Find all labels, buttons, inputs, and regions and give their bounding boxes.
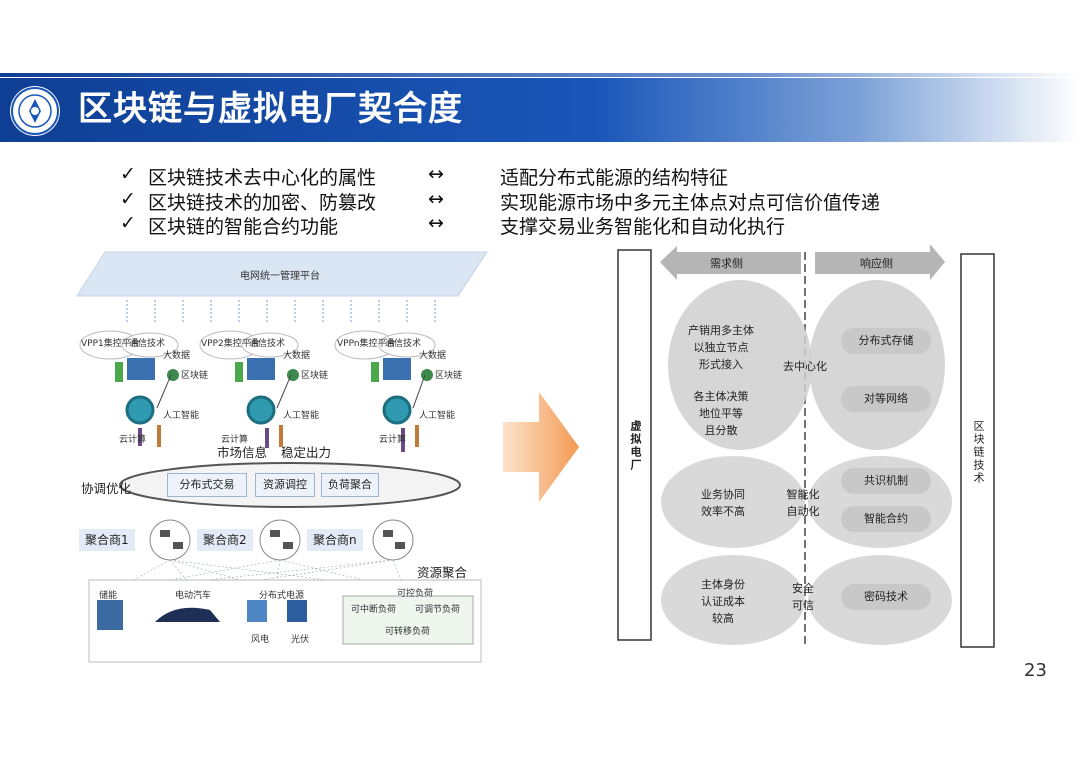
vpp2-control-label: VPP2集控平台 [201, 339, 260, 349]
bullet-right-text: 实现能源市场中多元主体点对点可信价值传递 [500, 192, 881, 214]
vpp2-chain-label: 区块链 [301, 371, 329, 381]
vpp1-bigdata-label: 大数据 [163, 351, 191, 361]
vpp1-cloud-label: 云计算 [119, 435, 147, 445]
service-load-aggregation: 负荷聚合 [321, 473, 379, 497]
check-icon: ✓ [120, 188, 136, 210]
p2p-network-pill: 对等网络 [841, 386, 931, 412]
market-info-label: 市场信息 [217, 445, 268, 460]
service-distributed-trading: 分布式交易 [167, 473, 247, 497]
row3-left-line2: 认证成本 [701, 595, 745, 608]
vppn-ai-label: 人工智能 [419, 411, 456, 421]
row3-left-line1: 主体身份 [701, 578, 745, 591]
row3-center-line2: 可信 [792, 599, 814, 612]
row2-center-text: 智能化 自动化 [775, 486, 831, 520]
platform-label: 电网统一管理平台 [240, 271, 320, 282]
resource-aggregation-label: 资源聚合 [417, 565, 468, 580]
row1-center-text: 去中心化 [783, 360, 827, 373]
row2-center-line1: 智能化 [786, 488, 820, 501]
vppn-comm-label: 通信技术 [385, 339, 422, 349]
vpp-blockchain-matching-diagram: 虚拟电厂 区块链技术 需求侧 响应侧 产销用多主体 以独立节点 形式接入 各主体… [615, 240, 1005, 650]
bullet-row-1: ✓ 区块链技术去中心化的属性 ↔ 适配分布式能源的结构特征 [120, 163, 940, 189]
coordination-label: 协调优化 [81, 481, 132, 496]
double-arrow-icon: ↔ [428, 163, 444, 185]
ev-label: 电动汽车 [175, 591, 212, 601]
blockchain-side-label: 区块链技术 [972, 420, 985, 485]
double-arrow-icon: ↔ [428, 212, 444, 234]
title-bar [0, 73, 1080, 142]
distributed-storage-pill: 分布式存储 [841, 328, 931, 354]
row2-left-line1: 业务协同 [701, 488, 745, 501]
cryptography-pill: 密码技术 [841, 584, 931, 610]
bullet-left-text: 区块链技术去中心化的属性 [148, 167, 377, 189]
bullet-row-3: ✓ 区块链的智能合约功能 ↔ 支撑交易业务智能化和自动化执行 [120, 212, 940, 238]
vppn-cloud-label: 云计算 [379, 435, 407, 445]
pv-label: 光伏 [291, 635, 310, 645]
adjustable-load-label: 可调节负荷 [415, 605, 461, 615]
row2-left-line2: 效率不高 [701, 505, 745, 518]
storage-label: 储能 [99, 591, 118, 601]
stable-output-label: 稳定出力 [281, 445, 332, 460]
row3-left-text: 主体身份 认证成本 较高 [685, 576, 761, 627]
page-number: 23 [1024, 660, 1047, 681]
row2-left-text: 业务协同 效率不高 [685, 486, 761, 520]
bullet-right-text: 适配分布式能源的结构特征 [500, 167, 729, 189]
bullet-left-text: 区块链技术的加密、防篡改 [148, 192, 377, 214]
row1-left-a-line2: 以独立节点 [693, 341, 749, 354]
smart-contract-pill: 智能合约 [841, 506, 931, 532]
vpp-side-label: 虚拟电厂 [629, 420, 642, 472]
row1-left-b-line1: 各主体决策 [693, 390, 749, 403]
aggregator-1: 聚合商1 [79, 529, 135, 551]
row1-left-text-b: 各主体决策 地位平等 且分散 [681, 388, 761, 439]
bullet-right-text: 支撑交易业务智能化和自动化执行 [500, 216, 786, 238]
bullet-row-2: ✓ 区块链技术的加密、防篡改 ↔ 实现能源市场中多元主体点对点可信价值传递 [120, 188, 940, 214]
check-icon: ✓ [120, 212, 136, 234]
controllable-load-label: 可控负荷 [397, 589, 434, 599]
vpp1-control-label: VPP1集控平台 [81, 339, 140, 349]
vpp1-comm-label: 通信技术 [129, 339, 166, 349]
dg-label: 分布式电源 [259, 591, 305, 601]
row1-left-b-line2: 地位平等 [699, 407, 743, 420]
vpp2-comm-label: 通信技术 [249, 339, 286, 349]
consensus-pill: 共识机制 [841, 468, 931, 494]
row2-center-line2: 自动化 [786, 505, 820, 518]
vpp1-chain-label: 区块链 [181, 371, 209, 381]
check-icon: ✓ [120, 163, 136, 185]
big-right-arrow-icon [503, 392, 579, 502]
row3-left-line3: 较高 [712, 612, 734, 625]
service-resource-control: 资源调控 [255, 473, 315, 497]
row1-left-b-line3: 且分散 [704, 424, 738, 437]
university-logo [10, 86, 60, 136]
aggregator-2: 聚合商2 [197, 529, 253, 551]
slide-title: 区块链与虚拟电厂契合度 [78, 89, 463, 129]
vpp1-ai-label: 人工智能 [163, 411, 200, 421]
demand-side-label: 需求侧 [710, 257, 743, 270]
vpp-architecture-diagram: 电网统一管理平台 VPP1集控平台 通信技术 大数据 区块链 人工智能 云计算 … [75, 250, 490, 665]
vpp2-cloud-label: 云计算 [221, 435, 249, 445]
vppn-control-label: VPPn集控平台 [337, 339, 396, 349]
vppn-bigdata-label: 大数据 [419, 351, 447, 361]
row3-center-text: 安全 可信 [779, 580, 827, 614]
vpp2-bigdata-label: 大数据 [283, 351, 311, 361]
vpp2-ai-label: 人工智能 [283, 411, 320, 421]
row3-center-line1: 安全 [792, 582, 814, 595]
aggregator-n: 聚合商n [307, 529, 363, 551]
interruptible-load-label: 可中断负荷 [351, 605, 397, 615]
vppn-chain-label: 区块链 [435, 371, 463, 381]
wind-label: 风电 [251, 635, 270, 645]
row1-left-a-line3: 形式接入 [699, 358, 743, 371]
architecture-graphics [76, 251, 488, 663]
bullet-left-text: 区块链的智能合约功能 [148, 216, 339, 238]
double-arrow-icon: ↔ [428, 188, 444, 210]
response-side-label: 响应侧 [860, 257, 893, 270]
row1-left-text-a: 产销用多主体 以独立节点 形式接入 [681, 322, 761, 373]
shiftable-load-label: 可转移负荷 [385, 627, 431, 637]
row1-left-a-line1: 产销用多主体 [688, 324, 754, 337]
